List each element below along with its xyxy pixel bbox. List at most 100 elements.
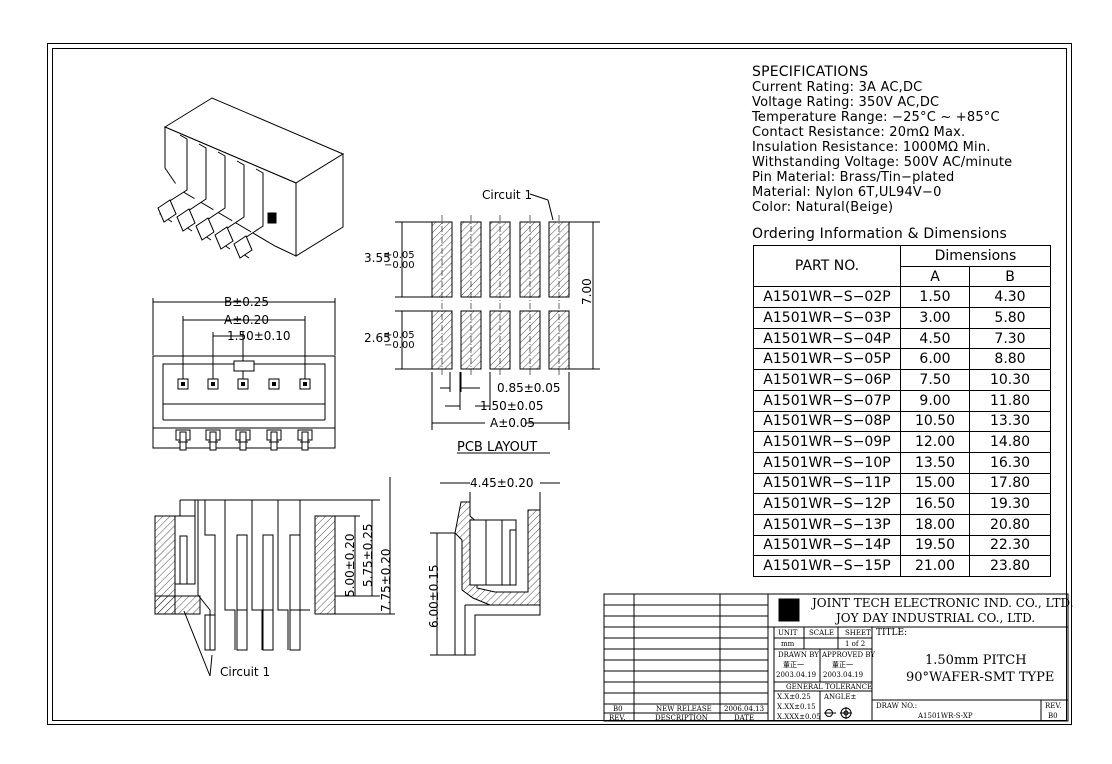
dim-b-cell: 4.30 bbox=[969, 286, 1051, 309]
side-height-label: 6.00±0.15 bbox=[427, 565, 441, 629]
dim-pitch-label: 1.50±0.10 bbox=[227, 329, 291, 343]
pin-contact bbox=[241, 382, 245, 386]
spec-line: Temperature Range: −25°C ~ +85°C bbox=[752, 110, 1000, 125]
table-header-part: PART NO. bbox=[753, 244, 901, 288]
part-number-cell: A1501WR−S−07P bbox=[753, 389, 901, 412]
title-line-1: 1.50mm PITCH bbox=[925, 653, 1027, 668]
part-number-cell: A1501WR−S−05P bbox=[753, 348, 901, 371]
sheet-label: SHEET bbox=[845, 629, 871, 637]
dim-a-cell: 3.00 bbox=[900, 307, 970, 329]
dim-b-cell: 5.80 bbox=[969, 307, 1051, 329]
dim-a-cell: 10.50 bbox=[900, 410, 970, 433]
front-h2-label: 5.75±0.25 bbox=[361, 524, 375, 588]
dim-b-cell: 23.80 bbox=[969, 555, 1051, 577]
pad-bot-tol-minus: −0.00 bbox=[384, 340, 415, 351]
dim-a-cell: 19.50 bbox=[900, 534, 970, 557]
pad-bot-tol-plus: +0.05 bbox=[384, 330, 415, 341]
table-header-dimensions: Dimensions bbox=[900, 245, 1051, 267]
pad-top-dim: 3.55 bbox=[364, 251, 391, 265]
draw-no-value: A1501WR-S-XP bbox=[918, 712, 973, 720]
circuit-label-top: Circuit 1 bbox=[482, 188, 532, 202]
drawing-border-inner bbox=[52, 48, 1067, 721]
connector-3d-view bbox=[157, 97, 345, 259]
draw-no-label: DRAW NO.: bbox=[876, 702, 918, 710]
part-number-cell: A1501WR−S−15P bbox=[753, 555, 901, 577]
approved-date: 2003.04.19 bbox=[823, 671, 864, 679]
unit-label: UNIT bbox=[778, 629, 798, 637]
rev-label: REV. bbox=[1045, 702, 1062, 710]
spec-line: Color: Natural(Beige) bbox=[752, 200, 894, 215]
dim-b-cell: 19.30 bbox=[969, 493, 1051, 515]
dim-a-cell: 21.00 bbox=[900, 555, 970, 577]
spec-line: Contact Resistance: 20mΩ Max. bbox=[752, 125, 966, 140]
dim-a-label: A±0.20 bbox=[224, 313, 269, 327]
tolerance-1: X.X±0.25 bbox=[777, 693, 811, 701]
pin-contact bbox=[211, 382, 215, 386]
drawing-border-outer bbox=[47, 43, 1072, 725]
rev-value: B0 bbox=[1048, 712, 1058, 720]
spec-line: Voltage Rating: 350V AC,DC bbox=[752, 95, 940, 110]
pcb-layout bbox=[395, 193, 600, 454]
connector-side-view bbox=[430, 482, 560, 656]
rev-row-desc: NEW RELEASE bbox=[656, 705, 712, 713]
side-width-label: 4.45±0.20 bbox=[470, 476, 534, 490]
part-number-cell: A1501WR−S−14P bbox=[753, 534, 901, 557]
dim-a-cell: 7.50 bbox=[900, 369, 970, 391]
rev-row-date: 2006.04.13 bbox=[724, 705, 765, 713]
drawn-date: 2003.04.19 bbox=[776, 671, 817, 679]
front-h3-label: 7.75±0.20 bbox=[379, 549, 393, 613]
dim-b-cell: 14.80 bbox=[969, 431, 1051, 453]
unit-value: mm bbox=[781, 640, 795, 648]
title-block bbox=[603, 593, 1069, 722]
pin-contact bbox=[303, 382, 307, 386]
header-date: DATE bbox=[734, 714, 755, 722]
specifications-block: SPECIFICATIONS Current Rating: 3A AC,DC … bbox=[752, 65, 1012, 216]
part-number-cell: A1501WR−S−03P bbox=[753, 307, 901, 329]
pin-lead bbox=[179, 431, 187, 451]
pad-top-tol-minus: −0.00 bbox=[384, 260, 415, 271]
title-line-2: 90°WAFER-SMT TYPE bbox=[906, 670, 1055, 685]
dim-b-cell: 22.30 bbox=[969, 534, 1051, 557]
pin-contact bbox=[272, 382, 276, 386]
dim-a-cell: 1.50 bbox=[900, 286, 970, 309]
drawn-by-label: DRAWN BY bbox=[778, 651, 819, 659]
dim-b-label: B±0.25 bbox=[224, 295, 269, 309]
company-name-1: JOINT TECH ELECTRONIC IND. CO., LTD. bbox=[812, 596, 1074, 610]
circuit-label: Circuit 1 bbox=[220, 665, 270, 679]
pcb-height-label: 7.00 bbox=[580, 278, 594, 305]
connector-side-front-view bbox=[154, 477, 395, 677]
pin-lead bbox=[239, 431, 247, 451]
drawn-by-name: 董正一 bbox=[783, 661, 804, 669]
part-number-cell: A1501WR−S−04P bbox=[753, 327, 901, 350]
dim-b-cell: 7.30 bbox=[969, 327, 1051, 350]
pin-lead bbox=[209, 431, 217, 451]
dim-b-cell: 16.30 bbox=[969, 451, 1051, 474]
pin-contact bbox=[181, 382, 185, 386]
spec-line: Pin Material: Brass/Tin−plated bbox=[752, 170, 955, 185]
part-number-cell: A1501WR−S−10P bbox=[753, 451, 901, 474]
front-view-pins bbox=[175, 378, 313, 451]
header-rev: REV. bbox=[609, 714, 626, 722]
rev-row-rev: B0 bbox=[613, 705, 623, 713]
tolerance-2: X.XX±0.15 bbox=[777, 703, 816, 711]
part-number-cell: A1501WR−S−13P bbox=[753, 513, 901, 536]
header-description: DESCRIPTION bbox=[655, 714, 708, 722]
front-h1-label: 5.00±0.20 bbox=[343, 534, 357, 598]
part-number-cell: A1501WR−S−12P bbox=[753, 493, 901, 515]
pin-lead bbox=[270, 431, 278, 451]
part-number-cell: A1501WR−S−09P bbox=[753, 431, 901, 453]
